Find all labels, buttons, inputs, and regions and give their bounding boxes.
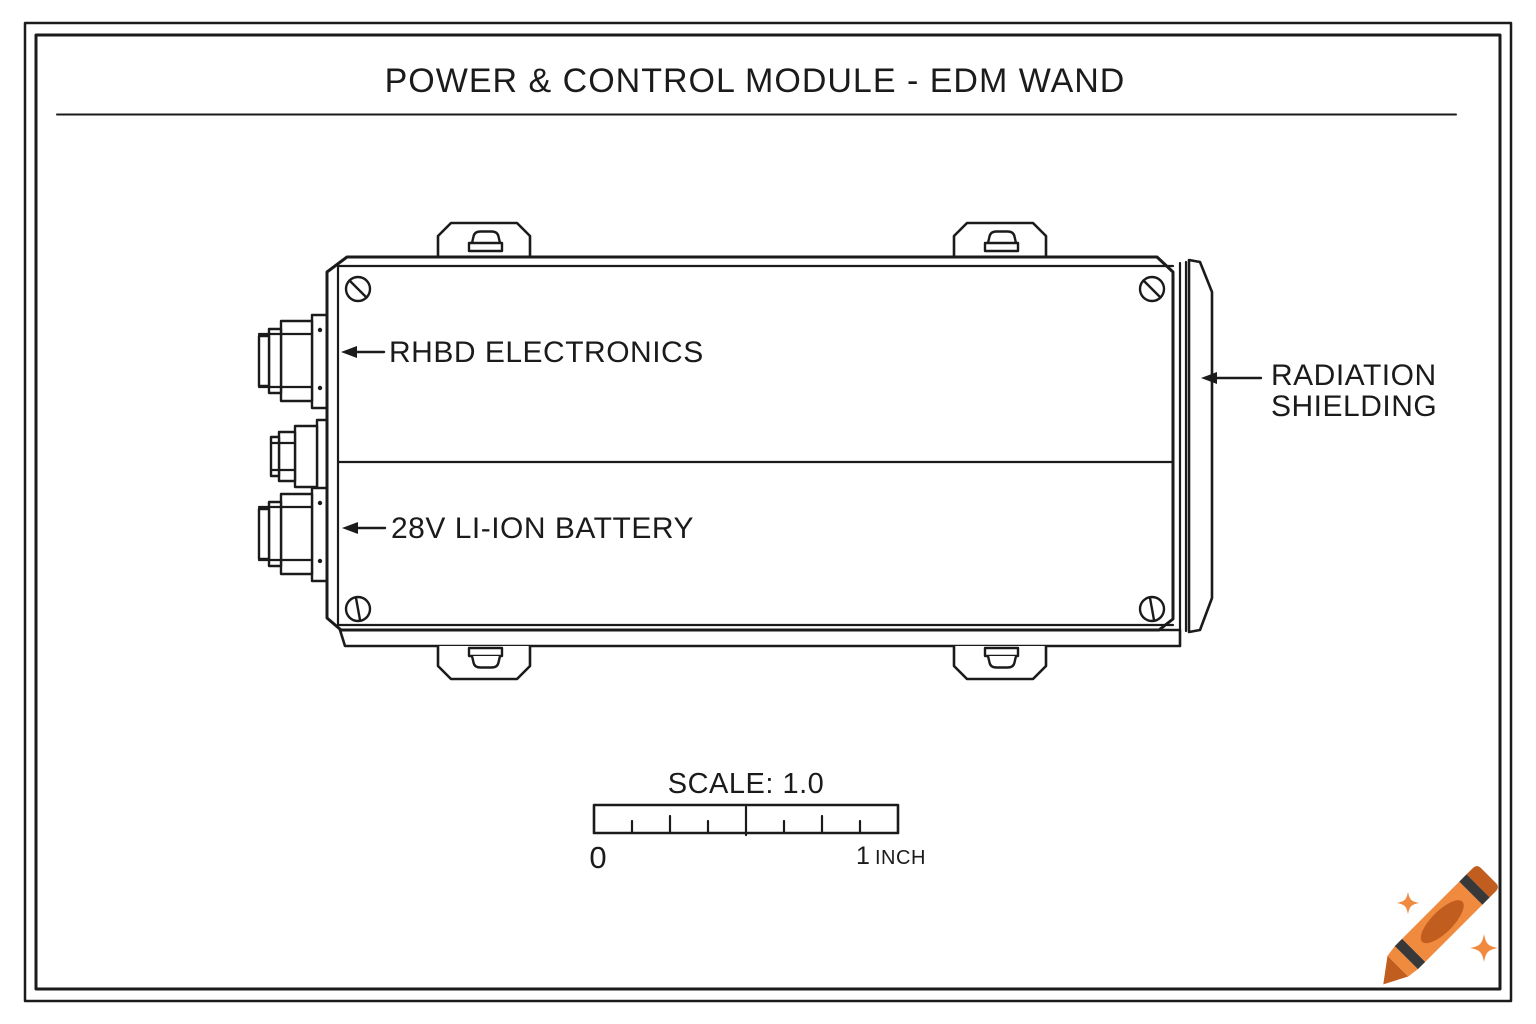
screw-top-right: [1138, 275, 1166, 303]
electronics-arrowhead-icon: [341, 346, 357, 358]
scale-zero-label: 0: [589, 840, 606, 875]
callout-battery: 28V LI-ION BATTERY: [342, 512, 694, 545]
scale-bar: SCALE: 1.0 0 1 INCH: [589, 768, 926, 875]
scale-bar-ticks: [630, 805, 862, 837]
connector-top: [257, 313, 329, 410]
bottom-rail: [338, 628, 1182, 648]
shielding-label-line1: RADIATION: [1271, 359, 1437, 392]
crayon-label-oval: [1420, 900, 1464, 944]
mounting-tab-bottom-right: [952, 646, 1048, 681]
mounting-tab-bottom-left: [436, 646, 532, 681]
battery-label: 28V LI-ION BATTERY: [391, 512, 694, 545]
mounting-tab-top-left: [436, 221, 532, 257]
battery-arrowhead-icon: [342, 522, 358, 534]
crayon-collar: [1387, 946, 1418, 977]
crayon-band-front: [1394, 938, 1426, 970]
electronics-label: RHBD ELECTRONICS: [389, 336, 704, 369]
outer-border: [23, 21, 1513, 1003]
shielding-arrowhead-icon: [1201, 372, 1217, 384]
crayon-icon: [1383, 866, 1498, 985]
screw-bottom-left: [344, 595, 372, 623]
crayon-tip: [1383, 955, 1409, 985]
sparkle-icon-left: [1396, 891, 1420, 915]
shielding-label-line2: SHIELDING: [1271, 390, 1437, 423]
module-front-face: [336, 264, 1175, 627]
crayon-end-cap: [1466, 866, 1498, 898]
scale-inch-unit: INCH: [875, 847, 926, 869]
callout-shielding: RADIATION SHIELDING: [1201, 359, 1437, 423]
connector-bottom: [257, 486, 329, 583]
module-casing: [325, 255, 1175, 632]
scale-one-value: 1: [856, 842, 870, 870]
scale-label: SCALE: 1.0: [668, 768, 825, 800]
callout-electronics: RHBD ELECTRONICS: [341, 336, 704, 369]
connector-middle: [269, 418, 332, 495]
screw-bottom-right: [1138, 595, 1166, 623]
crayon-band-back: [1459, 874, 1490, 905]
mounting-tab-top-right: [952, 221, 1048, 257]
page-title: POWER & CONTROL MODULE - EDM WAND: [385, 62, 1126, 100]
inner-border: [34, 33, 1502, 991]
radiation-shielding-plates: [1178, 258, 1214, 634]
sparkle-icon-right: [1470, 934, 1498, 962]
screw-top-left: [344, 275, 372, 303]
